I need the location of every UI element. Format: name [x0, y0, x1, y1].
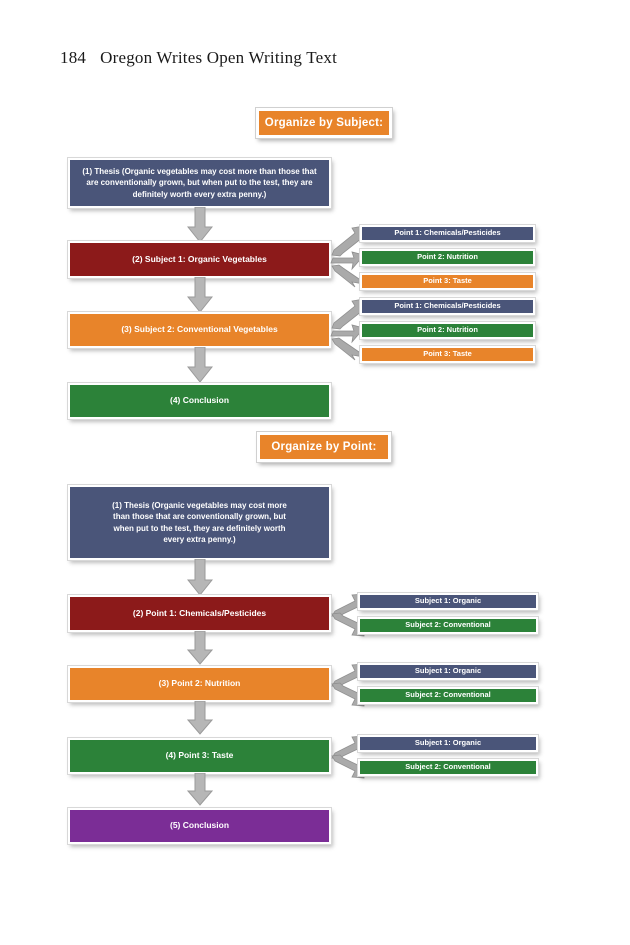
s2-arrow-step3-to-step4	[187, 701, 213, 735]
s2-branch-2-box-0: Subject 1: Organic	[357, 662, 539, 681]
s1-branch-2-box-1: Point 2: Nutrition	[359, 321, 536, 340]
s1-step2-box: (2) Subject 1: Organic Vegetables	[67, 240, 332, 279]
s2-branch-1-box-0: Subject 1: Organic	[357, 592, 539, 611]
section-title-organize-by-point: Organize by Point:	[256, 431, 392, 463]
s1-branch-2-box-2: Point 3: Taste	[359, 345, 536, 364]
s1-arrow-thesis-to-step2	[187, 207, 213, 243]
s1-step4-box: (4) Conclusion	[67, 382, 332, 420]
s2-branch-2-box-1: Subject 2: Conventional	[357, 686, 539, 705]
s2-step5-box: (5) Conclusion	[67, 807, 332, 845]
s2-step2-box: (2) Point 1: Chemicals/Pesticides	[67, 594, 332, 633]
s2-branch-3-box-0: Subject 1: Organic	[357, 734, 539, 753]
page-header: 184 Oregon Writes Open Writing Text	[60, 48, 337, 68]
page-number: 184	[60, 48, 87, 67]
s2-arrow-thesis-to-step2	[187, 559, 213, 596]
s2-arrow-step2-to-step3	[187, 631, 213, 665]
s1-branch-2-box-0: Point 1: Chemicals/Pesticides	[359, 297, 536, 316]
s1-branch-1-box-2: Point 3: Taste	[359, 272, 536, 291]
s2-step4-box: (4) Point 3: Taste	[67, 737, 332, 775]
s1-step3-box: (3) Subject 2: Conventional Vegetables	[67, 311, 332, 349]
s1-thesis-box: (1) Thesis (Organic vegetables may cost …	[67, 157, 332, 209]
s2-step3-box: (3) Point 2: Nutrition	[67, 665, 332, 703]
s2-arrow-step4-to-step5	[187, 773, 213, 806]
s1-arrow-step2-to-step3	[187, 277, 213, 313]
s2-branch-3-box-1: Subject 2: Conventional	[357, 758, 539, 777]
s1-arrow-step3-to-step4	[187, 347, 213, 383]
s2-thesis-box: (1) Thesis (Organic vegetables may cost …	[67, 484, 332, 561]
running-head: Oregon Writes Open Writing Text	[100, 48, 337, 67]
section-title-organize-by-subject: Organize by Subject:	[255, 107, 393, 139]
s2-branch-1-box-1: Subject 2: Conventional	[357, 616, 539, 635]
s1-branch-1-box-0: Point 1: Chemicals/Pesticides	[359, 224, 536, 243]
s1-branch-1-box-1: Point 2: Nutrition	[359, 248, 536, 267]
